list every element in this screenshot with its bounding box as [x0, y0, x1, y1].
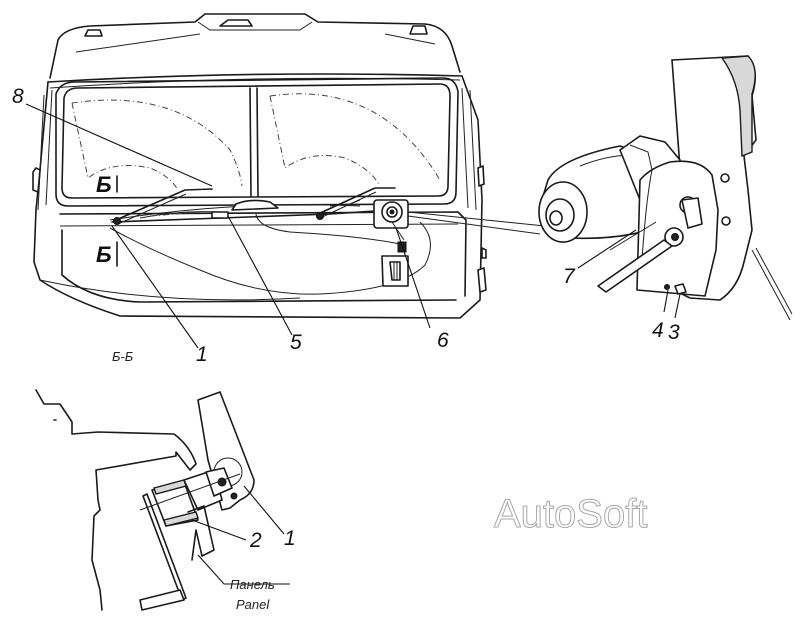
callout-1: 1	[196, 343, 208, 366]
cab-front-view	[32, 13, 487, 319]
motor-detail-view	[538, 55, 793, 321]
panel-label-ru: Панель	[230, 577, 275, 592]
callout-8: 8	[12, 85, 24, 108]
section-mark-lower: Б	[96, 242, 112, 267]
leader-lines	[25, 103, 681, 349]
callout-3: 3	[668, 321, 680, 344]
leader-lines-section	[191, 485, 290, 585]
callout-1-section: 1	[284, 527, 296, 550]
callout-6: 6	[437, 329, 449, 352]
watermark: AutoSoft	[493, 492, 648, 536]
callout-4: 4	[652, 319, 664, 342]
section-view	[35, 389, 255, 611]
panel-label-en: Panel	[236, 597, 270, 612]
section-title: Б-Б	[112, 349, 134, 364]
section-mark-upper: Б	[96, 172, 112, 197]
callout-5: 5	[290, 331, 302, 354]
callout-2: 2	[250, 529, 262, 552]
callout-7: 7	[563, 265, 575, 288]
projection-line	[407, 211, 546, 235]
